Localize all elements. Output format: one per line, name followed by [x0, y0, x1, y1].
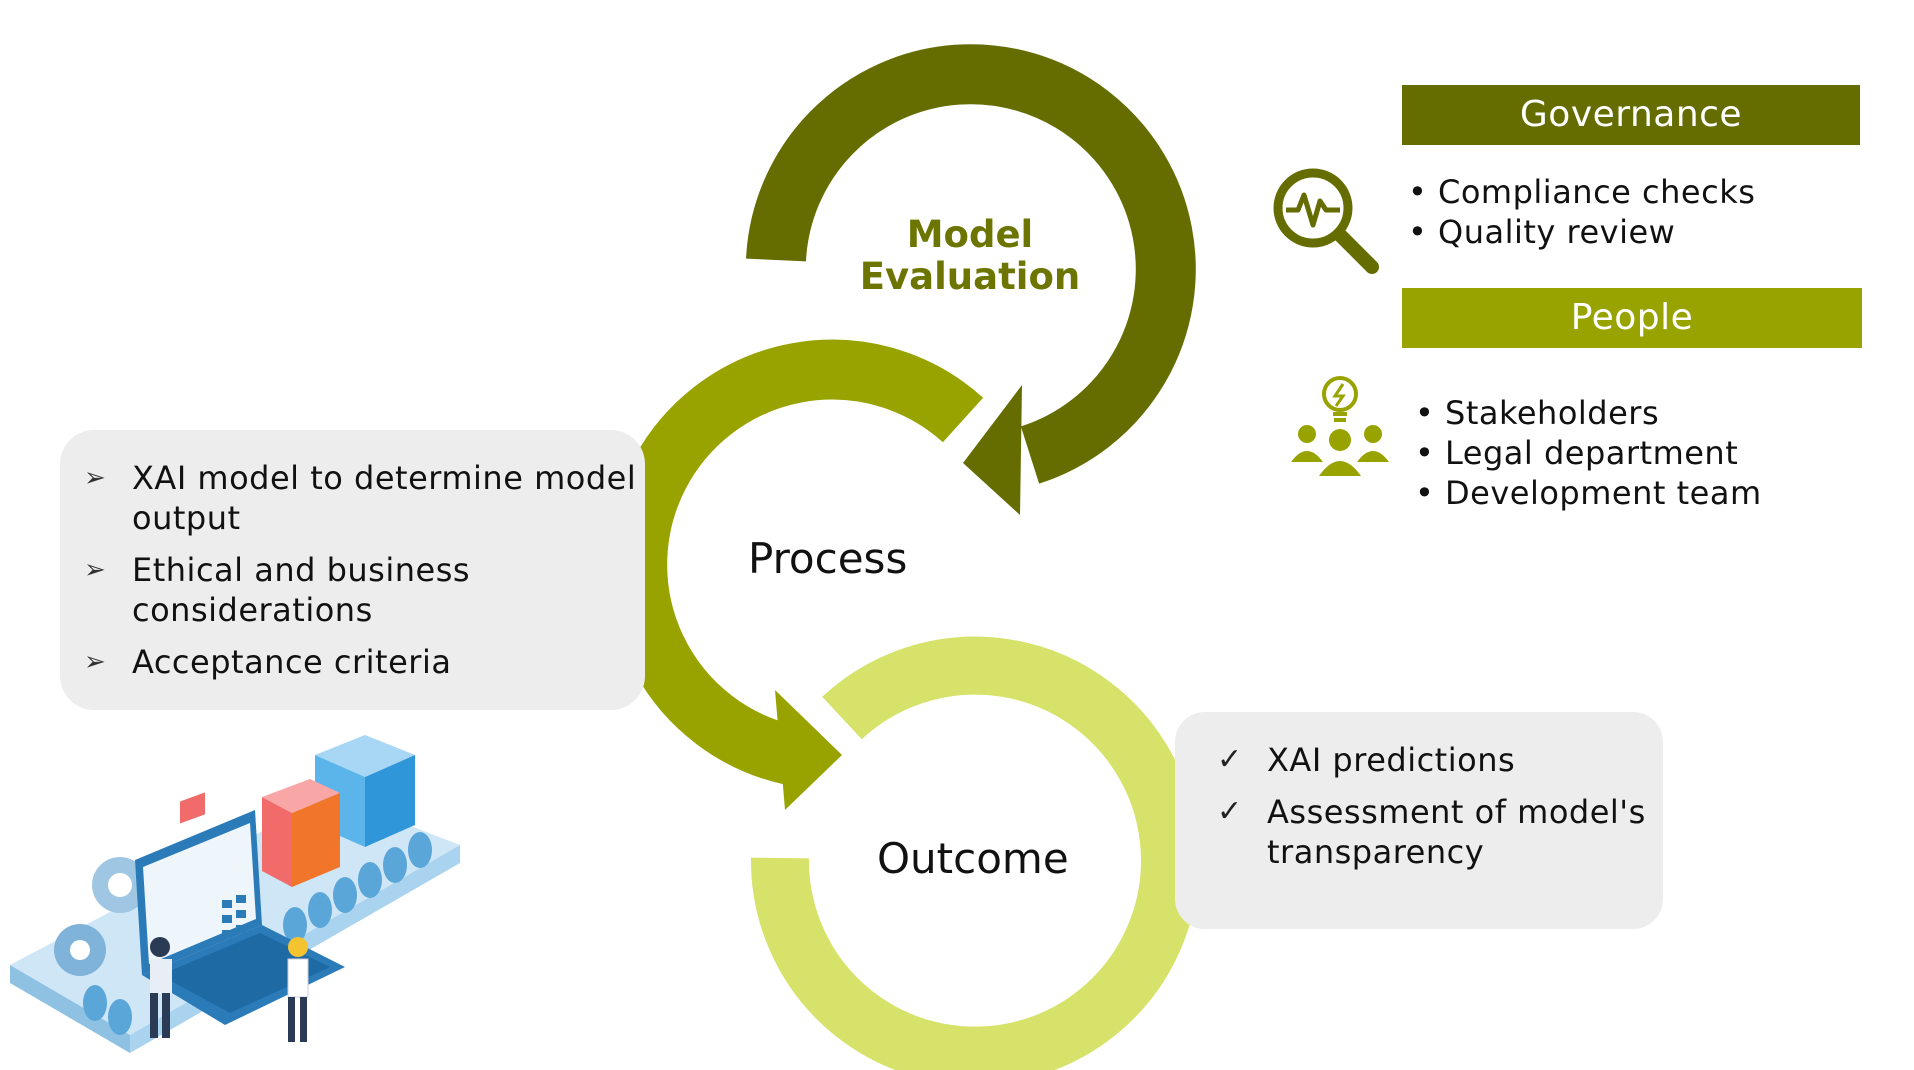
- checkmark-icon: ✓: [1217, 794, 1243, 829]
- outcome-details-box: ✓XAI predictions ✓Assessment of model's …: [1175, 712, 1663, 929]
- list-item: •Legal department: [1415, 434, 1739, 472]
- model-evaluation-arrowhead: [963, 385, 1022, 515]
- outcome-ring: [750, 636, 1199, 1070]
- model-evaluation-ring: [746, 44, 1196, 484]
- people-list: •Stakeholders •Legal department •Develop…: [1415, 393, 1762, 513]
- model-evaluation-title: Model Evaluation: [859, 213, 1081, 298]
- process-details-box: ➢XAI model to determine model output ➢Et…: [60, 430, 645, 710]
- governance-header: Governance: [1402, 85, 1860, 145]
- list-item: •Stakeholders: [1415, 394, 1660, 432]
- arrow-bullet-icon: ➢: [84, 647, 107, 677]
- process-ring: [607, 339, 984, 785]
- checkmark-icon: ✓: [1217, 742, 1243, 777]
- list-item: •Development team: [1415, 474, 1762, 512]
- people-header: People: [1402, 288, 1862, 348]
- list-item: •Compliance checks: [1408, 173, 1756, 211]
- list-item: ✓XAI predictions: [1217, 741, 1516, 779]
- magnifier-pulse-icon: [1273, 168, 1379, 274]
- process-title: Process: [748, 534, 908, 583]
- process-arrowhead: [775, 690, 842, 810]
- list-item: ➢XAI model to determine model output: [84, 459, 637, 537]
- list-item: ➢Acceptance criteria: [84, 643, 452, 681]
- list-item: •Quality review: [1408, 213, 1676, 251]
- governance-list: •Compliance checks •Quality review: [1408, 172, 1755, 252]
- process-details-list: ➢XAI model to determine model output ➢Et…: [60, 430, 645, 682]
- outcome-title: Outcome: [877, 834, 1069, 883]
- arrow-bullet-icon: ➢: [84, 463, 107, 493]
- team-idea-icon: [1291, 376, 1389, 476]
- arrow-bullet-icon: ➢: [84, 555, 107, 585]
- list-item: ✓Assessment of model's transparency: [1217, 793, 1646, 871]
- conveyor-illustration: [10, 735, 460, 1053]
- list-item: ➢Ethical and business considerations: [84, 551, 471, 629]
- outcome-details-list: ✓XAI predictions ✓Assessment of model's …: [1175, 712, 1663, 872]
